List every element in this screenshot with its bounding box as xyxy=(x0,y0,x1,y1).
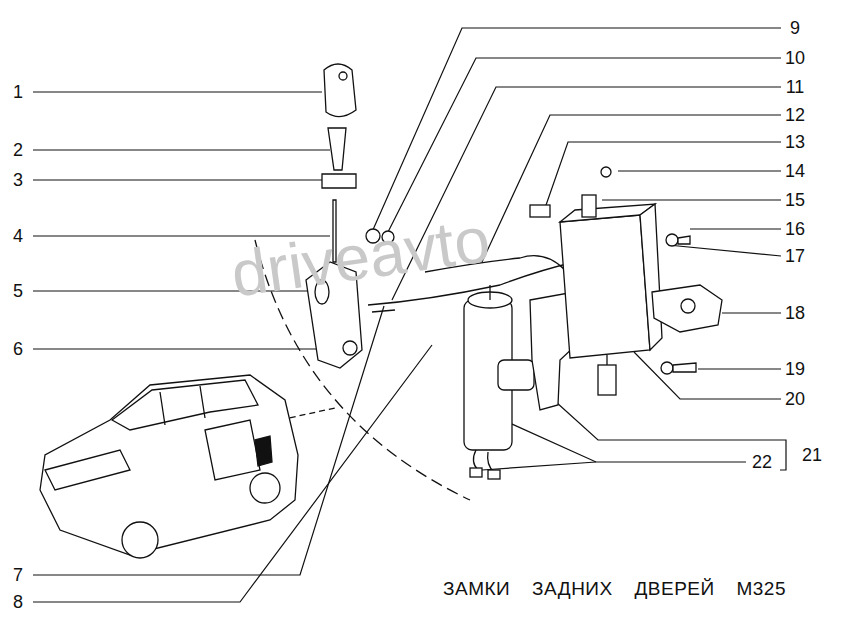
callout-number: 5 xyxy=(5,280,31,302)
callout-number: 19 xyxy=(782,358,808,380)
leader-line xyxy=(33,179,322,180)
lever-pivot xyxy=(343,341,357,355)
rod-end xyxy=(372,310,395,312)
leader-line xyxy=(634,352,781,399)
callout-number: 12 xyxy=(782,104,808,126)
callout-number: 7 xyxy=(5,564,31,586)
leader-line xyxy=(545,142,781,208)
leader-line xyxy=(722,312,781,313)
actuator-rod xyxy=(489,285,490,300)
leader-line xyxy=(690,228,781,229)
striker-hole xyxy=(681,299,695,313)
car-wheel xyxy=(122,522,158,558)
leader-line xyxy=(33,345,432,602)
rear-door-lock-mark xyxy=(255,436,272,466)
car xyxy=(40,375,298,558)
leader-line xyxy=(372,28,781,232)
connector xyxy=(470,468,482,477)
leader-line xyxy=(556,402,780,440)
callout-number: 18 xyxy=(782,302,808,324)
car-pillars xyxy=(160,386,205,425)
leader-lines xyxy=(33,28,786,602)
bracket xyxy=(780,440,786,470)
callout-number: 10 xyxy=(782,47,808,69)
screw-head xyxy=(666,234,678,246)
rear-door xyxy=(205,420,260,480)
car-body xyxy=(40,375,298,555)
callout-number: 9 xyxy=(782,17,808,39)
callout-number: 2 xyxy=(5,139,31,161)
lock-button xyxy=(324,64,356,117)
lock-switch-wire xyxy=(606,355,607,365)
leader-line xyxy=(602,199,781,200)
screw-head xyxy=(661,362,673,374)
clip xyxy=(601,167,611,177)
callout-number: 13 xyxy=(782,131,808,153)
leader-line xyxy=(33,348,342,349)
callout-number: 22 xyxy=(749,451,775,473)
leader-line xyxy=(503,420,746,462)
diagram-title: ЗАМКИ ЗАДНИХ ДВЕРЕЙ М325 xyxy=(443,578,786,600)
callout-number: 14 xyxy=(782,160,808,182)
button-guide xyxy=(328,128,346,170)
callout-number: 15 xyxy=(782,189,808,211)
connector xyxy=(488,470,500,479)
screw-shank xyxy=(673,363,696,372)
callout-number: 21 xyxy=(799,444,825,466)
leader-line xyxy=(668,245,781,256)
lock-body xyxy=(560,215,650,358)
callout-number: 20 xyxy=(782,388,808,410)
bushing xyxy=(322,174,356,188)
actuator-motor xyxy=(498,360,534,390)
lock-switch xyxy=(598,365,616,395)
callout-number: 1 xyxy=(5,81,31,103)
leader-line xyxy=(482,462,596,470)
car-hood xyxy=(45,450,130,490)
striker-plate xyxy=(652,285,722,332)
callout-number: 8 xyxy=(5,591,31,613)
leader-line xyxy=(33,149,330,150)
callout-number: 11 xyxy=(782,76,808,98)
screw-shank xyxy=(678,236,690,244)
clip xyxy=(530,205,550,217)
lock-button-hole xyxy=(339,72,347,80)
leader-line xyxy=(698,368,781,369)
leader-line xyxy=(618,170,781,171)
callout-number: 4 xyxy=(5,225,31,247)
watermark: driveavto xyxy=(227,202,494,311)
leader-line xyxy=(33,91,322,92)
lock-link xyxy=(582,195,596,217)
leader-line xyxy=(388,58,781,232)
car-wheel xyxy=(250,473,280,503)
callout-number: 3 xyxy=(5,169,31,191)
callout-number: 16 xyxy=(782,218,808,240)
lock-body-side xyxy=(640,204,662,350)
callout-number: 17 xyxy=(782,245,808,267)
callout-number: 6 xyxy=(5,338,31,360)
